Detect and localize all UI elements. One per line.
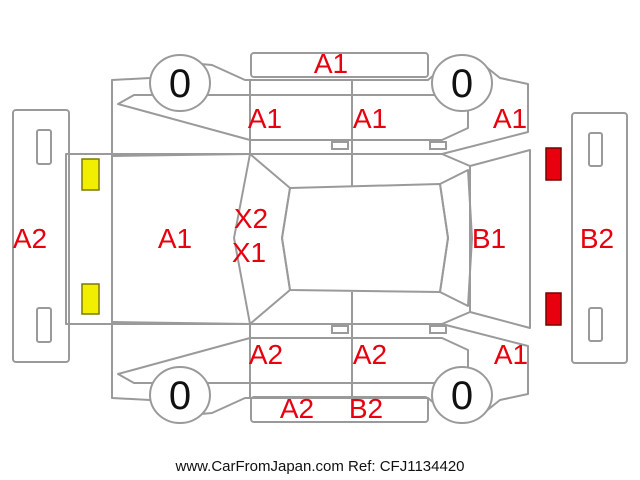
- rear-right-wheel: [431, 366, 493, 424]
- right-side-handle-1: [331, 325, 349, 334]
- left-side-handle-1: [331, 141, 349, 150]
- rear-bumper-vent-top: [588, 132, 603, 167]
- windshield-code-1: X2: [234, 203, 268, 234]
- top-roof-strip: [250, 52, 429, 78]
- front-right-wheel: [149, 366, 211, 424]
- watermark-reference: www.CarFromJapan.com Ref: CFJ1134420: [175, 458, 465, 475]
- rear-bumper-code: B2: [580, 223, 614, 254]
- front-lamp-bottom: [81, 283, 100, 315]
- front-bumper-code: A2: [13, 223, 47, 254]
- rear-lamp-top: [545, 147, 562, 181]
- right-rear-door-code: A2: [353, 339, 387, 370]
- windshield-code-2: X1: [232, 237, 266, 268]
- front-bumper-vent-bottom: [36, 307, 52, 343]
- roof-outline: [281, 183, 449, 293]
- rear-bumper-vent-bottom: [588, 307, 603, 342]
- front-left-wheel: [149, 54, 211, 112]
- front-lamp-top: [81, 158, 100, 191]
- rear-left-wheel: [431, 54, 493, 112]
- right-front-door-code: A2: [249, 339, 283, 370]
- right-sill-rear-code: B2: [349, 393, 383, 424]
- rear-left-tire-label: 0: [451, 62, 473, 106]
- rear-lamp-bottom: [545, 292, 562, 326]
- right-sill-front-code: A2: [280, 393, 314, 424]
- left-rear-door-code: A1: [353, 103, 387, 134]
- rear-bumper-outline: [571, 112, 628, 364]
- hood-code: A1: [158, 223, 192, 254]
- left-side-handle-2: [429, 141, 447, 150]
- front-right-tire-label: 0: [169, 374, 191, 418]
- front-bumper-outline: [12, 109, 70, 363]
- front-bumper-vent-top: [36, 129, 52, 165]
- roof-top-bar-code: A1: [314, 48, 348, 79]
- right-side-handle-2: [429, 325, 447, 334]
- tailgate-code: B1: [472, 223, 506, 254]
- left-rear-quarter-code: A1: [493, 103, 527, 134]
- top-view-body-outline: [65, 149, 531, 329]
- rear-right-tire-label: 0: [451, 374, 473, 418]
- right-rear-quarter-code: A1: [494, 339, 528, 370]
- front-left-tire-label: 0: [169, 62, 191, 106]
- left-front-door-code: A1: [248, 103, 282, 134]
- bottom-sill-strip: [250, 396, 429, 423]
- rear-window-outline: [439, 169, 473, 307]
